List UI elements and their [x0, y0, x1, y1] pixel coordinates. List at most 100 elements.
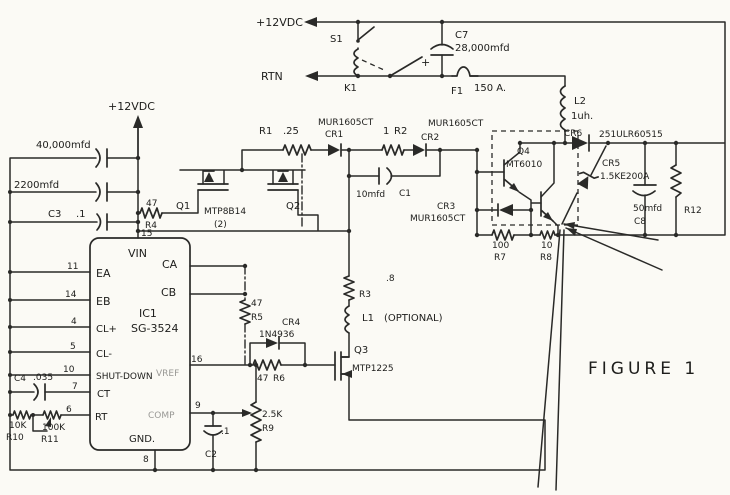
r7-ref-label: R7	[494, 253, 506, 263]
r10-value-label: 10K	[9, 421, 27, 431]
r8-ref-label: R8	[540, 253, 552, 263]
ic1-pin15-label: 15	[141, 229, 152, 239]
q4-module-dashed-box	[491, 130, 579, 226]
resistor-r11-symbol	[42, 410, 62, 420]
c3-value-label: .1	[76, 209, 86, 220]
r7-value-label: 100	[492, 241, 509, 251]
cr4-ref-label: CR4	[282, 318, 301, 328]
resistor-r12-symbol	[670, 164, 682, 198]
ic1-clplus-label: CL+	[96, 324, 117, 335]
q2-label: Q2	[286, 201, 300, 212]
ic1-ct-label: CT	[97, 389, 111, 400]
ic1-pin5-label: 5	[70, 342, 76, 352]
ic1-pin9-label: 9	[195, 401, 201, 411]
q2-mosfet-symbol	[267, 183, 299, 191]
ic1-pin11-label: 11	[67, 262, 78, 272]
cr3-type-label: MUR1605CT	[410, 214, 466, 224]
q4-transistor-symbol	[503, 159, 554, 222]
c4-ref-label: C4	[14, 374, 26, 384]
c7-polarity-label: +	[421, 56, 430, 69]
v12-top-label: +12VDC	[256, 16, 303, 29]
c1-ref-label: C1	[399, 189, 411, 199]
cr1-ref-label: CR1	[325, 130, 343, 140]
c7-ref-label: C7	[455, 30, 468, 41]
q1-mosfet-symbol	[197, 183, 229, 191]
cr5-ref-label: CR5	[602, 159, 620, 169]
q3-ref-label: Q3	[354, 345, 368, 356]
ic1-pin10-label: 10	[63, 365, 75, 375]
r11-wiper-arrow-icon	[45, 417, 51, 427]
ic1-pin6-label: 6	[66, 405, 72, 415]
c3-capacitor-symbol	[96, 213, 108, 231]
resistor-r2-symbol	[381, 144, 405, 156]
ic1-gnd-label: GND.	[129, 434, 155, 445]
r4-value-label: 47	[146, 199, 157, 209]
cin1-capacitor-symbol	[95, 148, 108, 168]
c3-ref-label: C3	[48, 209, 61, 220]
r3-ref-label: R3	[359, 290, 371, 300]
cr3-ref-label: CR3	[437, 202, 455, 212]
ic1-shutdown-label: SHUT-DOWN	[96, 372, 153, 382]
l1-ref-label: L1	[362, 313, 374, 324]
r8-value-label: 10	[541, 241, 553, 251]
ic1-body	[89, 237, 191, 451]
ic1-pin8-label: 8	[143, 455, 149, 465]
s1-label: S1	[330, 34, 343, 45]
ic1-pin14-label: 14	[65, 290, 77, 300]
cr1-diode-symbol	[328, 143, 342, 157]
c2-value-label: .1	[221, 427, 230, 437]
r4-ref-label: R4	[145, 221, 157, 231]
junction-dots	[8, 19, 679, 473]
cin1-value-label: 40,000mfd	[36, 140, 91, 151]
q1-label: Q1	[176, 201, 190, 212]
c1-capacitor-symbol	[378, 167, 393, 185]
c2-ref-label: C2	[205, 450, 217, 460]
cr5-type-label: 1.5KE200A	[600, 172, 650, 182]
c8-ref-label: C8	[634, 217, 646, 227]
l1-inductor-symbol	[344, 305, 350, 334]
q2-body-diode-icon	[277, 170, 289, 182]
cr2-type-label: MUR1605CT	[428, 119, 484, 129]
ic1-vin-label: VIN	[128, 247, 147, 260]
f1-value-label: 150 A.	[474, 83, 506, 94]
q4-type-label: MT6010	[506, 160, 542, 170]
l2-inductor-symbol	[559, 85, 566, 131]
c4-capacitor-symbol	[33, 383, 46, 401]
r11-value-label: 100K	[42, 423, 66, 433]
s1-switch-symbol	[357, 26, 375, 41]
r6-value-label: 47	[257, 374, 268, 384]
q12-qty-label: (2)	[214, 220, 227, 230]
ic1-vref-label: VREF	[156, 369, 179, 379]
figure-caption: FIGURE 1	[588, 359, 699, 379]
q3-type-label: MTP1225	[352, 364, 394, 374]
r9-ref-label: R9	[262, 424, 274, 434]
ic1-cb-label: CB	[161, 286, 176, 299]
k1-label: K1	[344, 83, 357, 94]
cr1-type-label: MUR1605CT	[318, 118, 374, 128]
ic1-comp-label: COMP	[148, 411, 175, 421]
resistor-r3-symbol	[343, 275, 355, 301]
ic1-pin4-label: 4	[71, 317, 77, 327]
r1-ref-label: R1	[259, 126, 272, 137]
q3-mosfet-symbol	[334, 351, 352, 381]
cr2-diode-symbol	[413, 143, 427, 157]
cr5-zener-symbol	[577, 171, 600, 190]
cr4-diode-symbol	[266, 336, 280, 350]
c7-capacitor-symbol	[430, 43, 454, 56]
cin2-capacitor-symbol	[95, 182, 108, 202]
ic1-ref-label: IC1	[139, 307, 157, 320]
f1-fuse-symbol	[451, 66, 479, 77]
c8-value-label: 50mfd	[633, 204, 662, 214]
q1-body-diode-icon	[203, 170, 215, 182]
l1-note-label: (OPTIONAL)	[384, 313, 443, 324]
rtn-label: RTN	[261, 70, 283, 83]
resistor-r9-pot-symbol	[250, 401, 262, 443]
c1-value-label: 10mfd	[356, 190, 385, 200]
q4-ref-label: Q4	[517, 147, 530, 157]
ic1-pin7-label: 7	[72, 382, 78, 392]
r10-ref-label: R10	[6, 433, 24, 443]
r5-ref-label: R5	[251, 313, 263, 323]
cr6-diode-symbol	[572, 134, 590, 152]
